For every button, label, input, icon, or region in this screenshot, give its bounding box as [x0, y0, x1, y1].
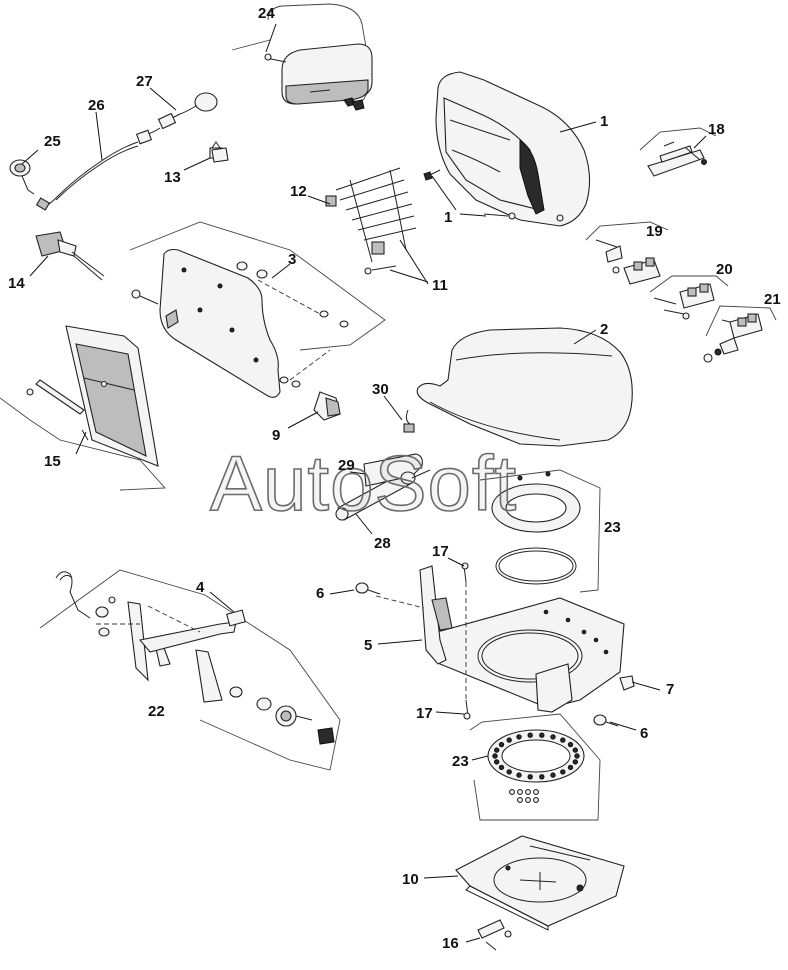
callout-28: 28: [374, 535, 391, 552]
bearing-ball: [567, 741, 574, 748]
bracket-21-part: [703, 313, 763, 363]
bearing-ball: [550, 772, 556, 778]
leader-lines: [21, 23, 707, 943]
callout-29: 29: [338, 457, 355, 474]
bearing-ball: [567, 764, 574, 771]
group-brackets: [0, 3, 777, 821]
callout-12: 12: [290, 183, 307, 200]
pin-16-part: [477, 919, 512, 951]
callout-15: 15: [44, 453, 61, 470]
callout-labels: 1 1 2 3 4 5 6 6 7 9 10 11 12 13 14 15 16…: [8, 5, 781, 952]
callout-4: 4: [196, 579, 205, 596]
bearing-ball: [527, 732, 533, 738]
callout-27: 27: [136, 73, 153, 90]
bearing-ball: [516, 734, 522, 740]
shock-absorber-part: [335, 453, 431, 521]
callout-26: 26: [88, 97, 105, 114]
watermark-text: AutoSoft: [210, 439, 517, 527]
callout-21: 21: [764, 291, 781, 308]
bearing-ball: [560, 737, 566, 743]
callout-17b: 17: [416, 705, 433, 722]
callout-1a: 1: [600, 113, 608, 130]
rear-panel-15-part: [26, 325, 159, 467]
latch-bracket-part: [647, 141, 707, 177]
callout-18: 18: [708, 121, 725, 138]
bearing-ring-lower-part: [487, 729, 585, 803]
bearing-ball: [516, 772, 522, 778]
armrest-part: [264, 43, 373, 111]
knob-9-part: [313, 391, 341, 421]
seat-cushion-2-part: [403, 327, 633, 447]
bearing-ball: [498, 741, 505, 748]
callout-17a: 17: [432, 543, 449, 560]
callout-10: 10: [402, 871, 419, 888]
callout-13: 13: [164, 169, 181, 186]
callout-1b: 1: [444, 209, 452, 226]
bracket-20-part: [653, 283, 715, 320]
suspension-linkage-part: [55, 571, 335, 745]
bearing-ring-upper-part: [491, 471, 581, 585]
bearing-ball: [506, 737, 512, 743]
callout-7: 7: [666, 681, 674, 698]
callout-23b: 23: [452, 753, 469, 770]
bearing-ball: [506, 769, 512, 775]
bearing-ball: [572, 759, 578, 765]
callout-9: 9: [272, 427, 280, 444]
lumbar-support-part: [325, 167, 417, 275]
callout-6a: 6: [316, 585, 324, 602]
bearing-balls: [492, 732, 580, 780]
callout-6b: 6: [640, 725, 648, 742]
bearing-ball: [494, 747, 500, 753]
callout-5: 5: [364, 637, 372, 654]
clip-13-part: [211, 147, 229, 163]
bearing-ball: [539, 732, 545, 738]
wiring-harness-part: [9, 92, 223, 211]
bracket-19-part: [595, 239, 661, 285]
callout-11: 11: [432, 277, 448, 294]
bearing-ball: [498, 764, 505, 771]
callout-3: 3: [288, 251, 296, 268]
callout-30: 30: [372, 381, 389, 398]
bearing-ball: [560, 769, 566, 775]
bearing-ball: [492, 753, 498, 759]
bearing-ball: [539, 774, 545, 780]
bearing-ball: [494, 759, 500, 765]
backrest-cushion-part: [423, 71, 591, 227]
callout-23a: 23: [604, 519, 621, 536]
callout-24: 24: [258, 5, 275, 22]
swivel-frame-part: [355, 562, 635, 727]
callout-16: 16: [442, 935, 459, 952]
callout-25: 25: [44, 133, 61, 150]
bearing-ball: [574, 753, 580, 759]
callout-22: 22: [148, 703, 165, 720]
callout-2: 2: [600, 321, 608, 338]
bearing-ball: [550, 734, 556, 740]
base-plate-10-part: [455, 835, 625, 931]
bearing-ball: [527, 774, 533, 780]
callout-19: 19: [646, 223, 663, 240]
callout-14: 14: [8, 275, 25, 292]
bearing-ball: [572, 747, 578, 753]
back-panel-3-part: [131, 248, 349, 398]
callout-20: 20: [716, 261, 733, 278]
switch-14-part: [35, 231, 105, 281]
